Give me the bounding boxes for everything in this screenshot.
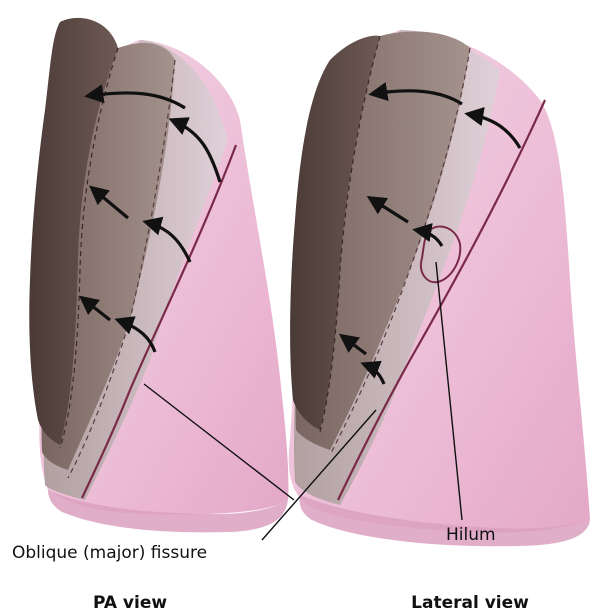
hilum-label: Hilum [446, 525, 496, 545]
lateral-view-caption: Lateral view [411, 593, 529, 613]
fissure-label: Oblique (major) fissure [12, 543, 207, 563]
pa-view-caption: PA view [93, 593, 167, 613]
lateral-view-lung [289, 30, 590, 546]
